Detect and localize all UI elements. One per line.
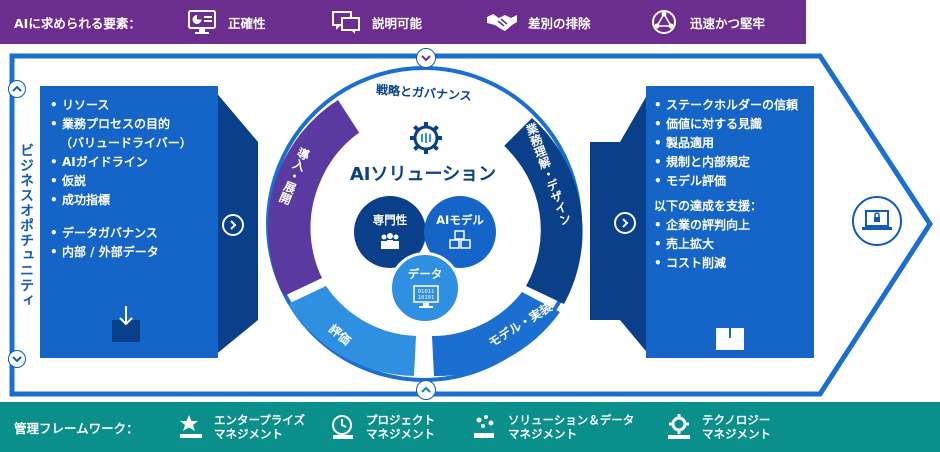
framework-text: ソリューション＆データマネジメント [508, 412, 635, 441]
center-title: AIソリューション [349, 164, 497, 185]
data-dots-icon [470, 412, 500, 442]
framework-project: プロジェクトマネジメント [328, 410, 435, 444]
chevron-down-icon [416, 48, 436, 68]
list-item: 企業の評判向上 [654, 216, 814, 235]
requirement-label: 正確性 [228, 15, 266, 31]
monitor-chart-icon [186, 8, 218, 36]
svg-text:10101: 10101 [418, 295, 435, 301]
ai-gear-icon [408, 120, 444, 160]
framework-technology: テクノロジーマネジメント [664, 410, 771, 444]
list-item: 価値に対する見識 [654, 115, 814, 134]
chevron-up-icon [8, 80, 26, 98]
frameworks-label: 管理フレームワーク： [14, 421, 139, 436]
requirements-bar: AIに求められる要素： 正確性 説明可能 差別の排除 迅速かつ堅牢 [0, 0, 806, 44]
list-item: モデル評価 [654, 172, 814, 191]
chevron-down-icon [8, 350, 26, 368]
chevron-right-icon [222, 214, 244, 236]
list-item: リソース [50, 96, 220, 115]
list-item: ステークホルダーの信頼 [654, 96, 814, 115]
list-item: 製品適用 [654, 134, 814, 153]
list-item: コスト削減 [654, 254, 814, 273]
requirement-label: 差別の排除 [528, 15, 591, 31]
framework-text: プロジェクトマネジメント [366, 412, 435, 441]
circle-label-expertise: 専門性 [372, 213, 408, 227]
list-item: 仮説 [50, 172, 220, 191]
list-item: AIガイドライン [50, 153, 220, 172]
business-opportunity-label: ビジネスオポチュニティ [18, 142, 34, 308]
requirement-nondiscrimination: 差別の排除 [486, 8, 591, 36]
circle-data [389, 252, 461, 324]
network-globe-icon [648, 8, 680, 36]
requirement-label: 説明可能 [372, 15, 423, 31]
list-item: 売上拡大 [654, 235, 814, 254]
inbox-upload-icon [712, 312, 748, 356]
clock-document-icon [328, 412, 358, 442]
support-label: 以下の達成を支援： [654, 199, 763, 213]
speech-bubbles-icon [330, 8, 362, 36]
gear-hand-icon [664, 412, 694, 442]
list-item: 内部 / 外部データ [50, 243, 220, 262]
handshake-icon [486, 8, 518, 36]
framework-text: エンタープライズマネジメント [214, 412, 305, 441]
laptop-lock-icon [852, 196, 902, 246]
svg-text:01011: 01011 [418, 289, 435, 295]
star-person-icon [176, 412, 206, 442]
requirement-accuracy: 正確性 [186, 8, 266, 36]
requirement-explainable: 説明可能 [330, 8, 422, 36]
list-item: 成功指標 [50, 191, 220, 210]
list-item: 規制と内部規定 [654, 153, 814, 172]
list-item: データガバナンス [50, 224, 220, 243]
framework-enterprise: エンタープライズマネジメント [176, 410, 305, 444]
circle-label-ai-model: AIモデル [436, 213, 484, 227]
frameworks-bar: 管理フレームワーク： エンタープライズマネジメント プロジェクトマネジメント ソ… [0, 402, 940, 452]
left-panel: リソース 業務プロセスの目的（バリュードライバー） AIガイドライン 仮説 成功… [50, 96, 220, 262]
list-item-note: （バリュードライバー） [60, 136, 192, 150]
circle-label-data: データ [407, 267, 443, 281]
chevron-up-icon [416, 380, 436, 400]
chevron-right-icon [614, 212, 636, 234]
people-icon [378, 232, 402, 254]
right-panel: ステークホルダーの信頼 価値に対する見識 製品適用 規制と内部規定 モデル評価 … [654, 96, 814, 273]
cubes-icon [448, 230, 472, 254]
framework-solution-data: ソリューション＆データマネジメント [470, 410, 634, 444]
requirement-label: 迅速かつ堅牢 [690, 15, 766, 31]
requirement-robust: 迅速かつ堅牢 [648, 8, 765, 36]
framework-text: テクノロジーマネジメント [702, 412, 771, 441]
list-item: 業務プロセスの目的（バリュードライバー） [50, 115, 220, 153]
inbox-download-icon [108, 304, 144, 348]
requirements-label: AIに求められる要素： [14, 16, 141, 31]
